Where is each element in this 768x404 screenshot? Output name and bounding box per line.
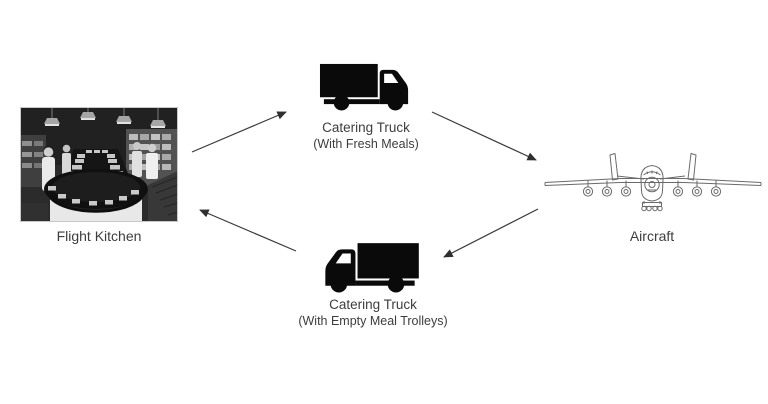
aircraft-icon [544, 150, 762, 214]
truck-facing-left-icon [325, 243, 419, 293]
arrow-fresh-truck-to-aircraft [431, 111, 537, 161]
catering-truck-fresh-sublabel: (With Fresh Meals) [313, 137, 419, 151]
aircraft-label: Aircraft [629, 228, 675, 244]
catering-truck-empty-label: Catering Truck [329, 297, 417, 312]
flight-kitchen-photo [20, 107, 178, 222]
flight-kitchen-label: Flight Kitchen [56, 228, 142, 244]
catering-truck-fresh-icon [319, 60, 413, 111]
aircraft-front-view-icon [544, 153, 762, 212]
arrow-empty-truck-to-kitchen [199, 209, 297, 252]
catering-truck-fresh-label: Catering Truck [322, 120, 410, 135]
catering-truck-empty-sublabel: (With Empty Meal Trolleys) [298, 314, 448, 328]
arrow-kitchen-to-fresh-truck [191, 111, 287, 153]
flight-kitchen-photo-illustration [20, 107, 178, 222]
catering-truck-empty-icon [320, 239, 420, 293]
truck-facing-right-icon [319, 63, 409, 111]
arrow-aircraft-to-empty-truck [443, 208, 539, 258]
